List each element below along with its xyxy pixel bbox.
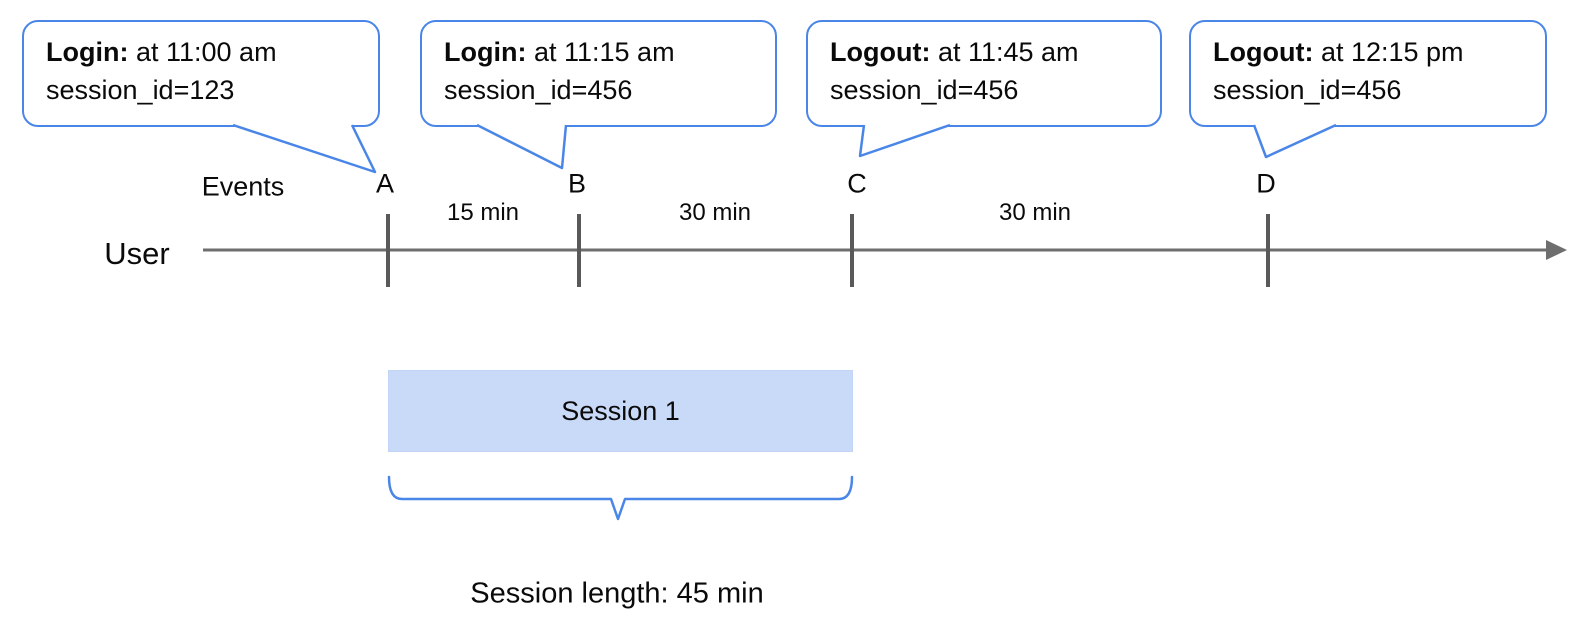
callout-tail-c [858, 123, 951, 158]
callout-line-1: Logout: at 11:45 am [830, 33, 1138, 71]
event-type-label: Logout: [830, 37, 931, 67]
event-marker-a: A [375, 168, 395, 199]
timeline-arrowhead-icon [1546, 240, 1567, 260]
callout-line-1: Logout: at 12:15 pm [1213, 33, 1523, 71]
session-box-label: Session 1 [561, 395, 680, 426]
event-type-label: Logout: [1213, 37, 1314, 67]
callout-line-2: session_id=456 [444, 75, 633, 105]
callout-line-2: session_id=456 [830, 75, 1019, 105]
event-time-text: at 11:15 am [526, 37, 675, 67]
event-time-text: at 11:45 am [930, 37, 1079, 67]
events-column-label: Events [201, 171, 285, 202]
session-length-brace [387, 475, 854, 521]
callout-line-1: Login: at 11:00 am [46, 33, 356, 71]
event-type-label: Login: [46, 37, 129, 67]
callout-line-2: session_id=456 [1213, 75, 1402, 105]
callout-logout-c: Logout: at 11:45 am session_id=456 [806, 20, 1162, 127]
callout-login-b: Login: at 11:15 am session_id=456 [420, 20, 777, 127]
event-marker-d: D [1256, 168, 1276, 199]
event-marker-c: C [847, 168, 867, 199]
callout-tail-b [476, 123, 568, 170]
callout-line-2: session_id=123 [46, 75, 235, 105]
event-time-text: at 12:15 pm [1313, 37, 1464, 67]
session-span-box: Session 1 [388, 370, 853, 452]
interval-label-bc: 30 min [678, 199, 752, 226]
event-type-label: Login: [444, 37, 527, 67]
callout-logout-d: Logout: at 12:15 pm session_id=456 [1189, 20, 1547, 127]
interval-label-cd: 30 min [998, 199, 1072, 226]
callout-tail-a [232, 123, 377, 174]
user-row-label: User [104, 236, 170, 271]
event-marker-b: B [567, 168, 587, 199]
session-length-label: Session length: 45 min [470, 577, 764, 610]
callout-line-1: Login: at 11:15 am [444, 33, 753, 71]
event-time-text: at 11:00 am [128, 37, 277, 67]
callout-tail-d [1252, 123, 1337, 159]
interval-label-ab: 15 min [446, 199, 520, 226]
callout-login-a: Login: at 11:00 am session_id=123 [22, 20, 380, 127]
